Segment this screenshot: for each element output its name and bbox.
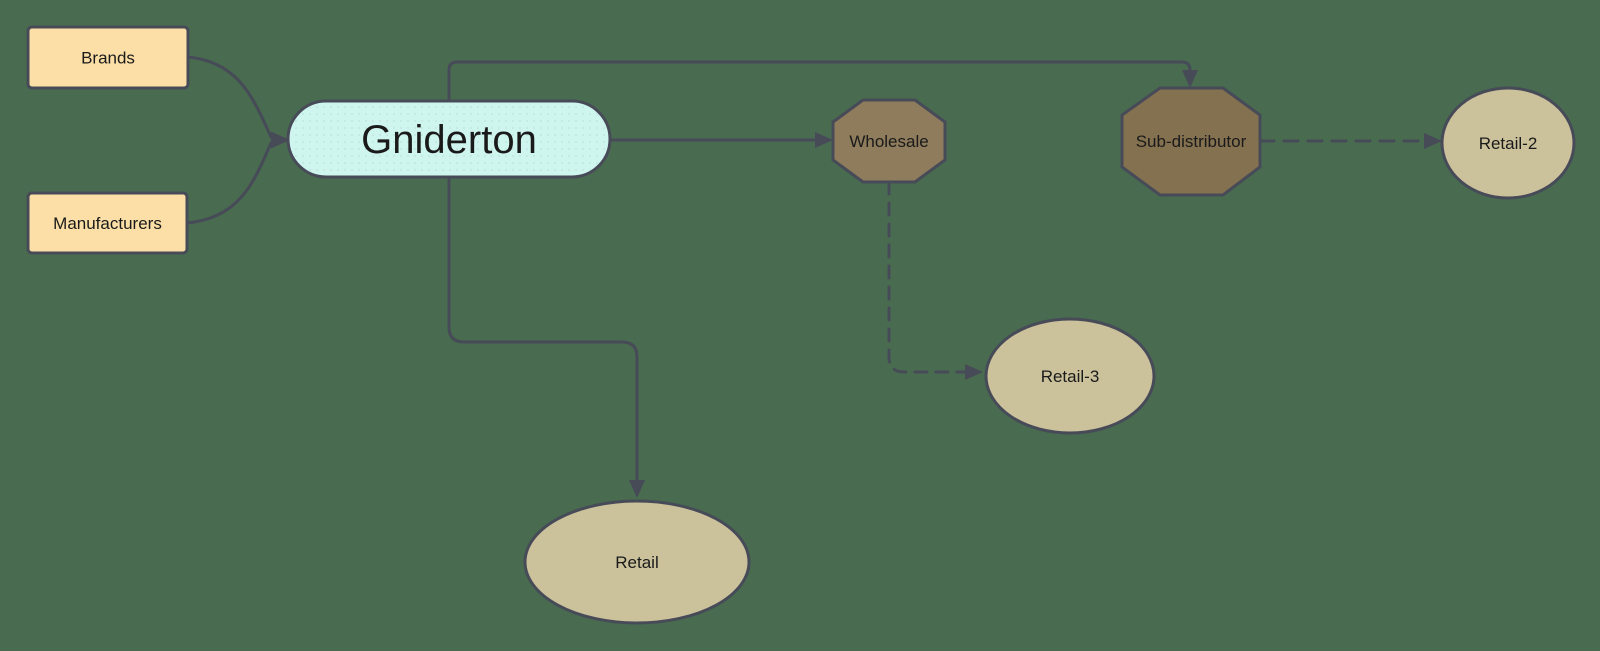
node-brands[interactable]: Brands: [26, 25, 190, 90]
gniderton-label: Gniderton: [361, 118, 537, 162]
retail-label: Retail: [615, 553, 658, 572]
node-retail-2-shape: [1440, 86, 1576, 200]
retail-2-label: Retail-2: [1479, 134, 1538, 153]
arrowhead-into-gniderton: [271, 131, 290, 149]
edge-wholesale-retail3[interactable]: [887, 180, 983, 380]
manufacturers-label: Manufacturers: [53, 214, 162, 233]
edge-gniderton-retail[interactable]: [447, 175, 645, 498]
node-retail[interactable]: Retail: [523, 499, 751, 625]
edge-brands-gniderton[interactable]: [186, 55, 273, 139]
node-retail-shape: [523, 499, 751, 625]
node-sub-distributor-shape: [1120, 86, 1262, 197]
node-brands-shape: [26, 25, 190, 90]
node-retail-3-shape: [984, 317, 1156, 435]
edge-manufacturers-gniderton[interactable]: [185, 141, 273, 225]
node-gniderton-texture: [290, 103, 608, 175]
node-sub-distributor[interactable]: Sub-distributor: [1120, 86, 1262, 197]
node-retail-3[interactable]: Retail-3: [984, 317, 1156, 435]
wholesale-label: Wholesale: [849, 132, 928, 151]
node-manufacturers[interactable]: Manufacturers: [26, 191, 189, 255]
edges-layer: [185, 55, 1442, 498]
sub-distributor-label: Sub-distributor: [1136, 132, 1247, 151]
node-wholesale[interactable]: Wholesale: [831, 98, 947, 184]
node-wholesale-shape: [831, 98, 947, 184]
node-gniderton[interactable]: Gniderton: [286, 99, 612, 179]
retail-3-label: Retail-3: [1041, 367, 1100, 386]
edge-gniderton-subdistributor[interactable]: [447, 60, 1198, 103]
brands-label: Brands: [81, 48, 135, 67]
node-manufacturers-shape: [26, 191, 189, 255]
nodes-layer: Brands Manufacturers Gniderton Wholesale…: [26, 25, 1576, 625]
node-retail-2[interactable]: Retail-2: [1440, 86, 1576, 200]
